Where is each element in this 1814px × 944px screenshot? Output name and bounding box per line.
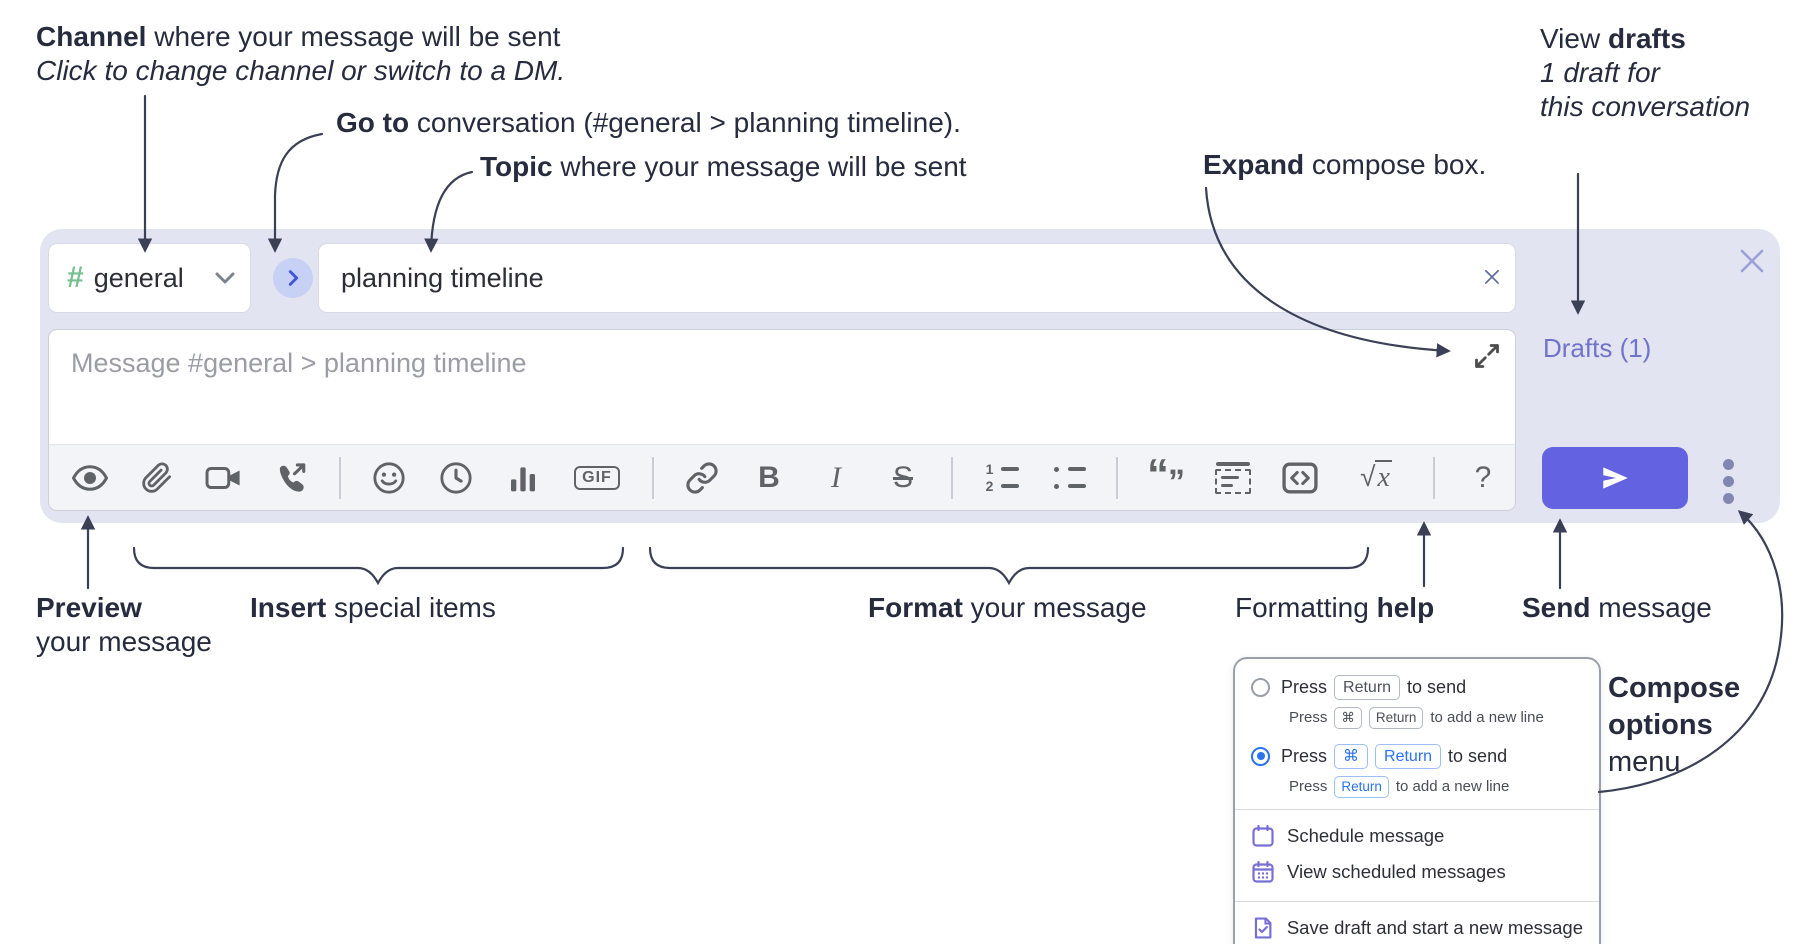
annotation-send: Send message bbox=[1522, 592, 1712, 623]
poll-icon[interactable] bbox=[504, 456, 542, 500]
drafts-link[interactable]: Drafts (1) bbox=[1543, 333, 1652, 363]
bulleted-list-icon[interactable] bbox=[1049, 456, 1087, 500]
gif-icon[interactable]: GIF bbox=[571, 456, 623, 500]
spoiler-icon[interactable] bbox=[1214, 456, 1252, 500]
kbd-return: Return bbox=[1334, 775, 1389, 798]
emoji-icon[interactable] bbox=[370, 456, 408, 500]
topic-input-box bbox=[318, 243, 1516, 313]
radio-unselected-icon[interactable] bbox=[1251, 678, 1270, 698]
annotation-go-to: Go to conversation (#general > planning … bbox=[336, 107, 961, 138]
numbered-list-icon[interactable]: 1 2 bbox=[982, 456, 1020, 500]
italic-icon[interactable]: I bbox=[831, 460, 841, 494]
kbd-cmd: ⌘ bbox=[1334, 707, 1362, 729]
channel-name: general bbox=[93, 262, 184, 293]
annotation-formatting-help: Formatting help bbox=[1235, 592, 1435, 623]
radio-selected-icon[interactable] bbox=[1251, 746, 1270, 766]
preview-icon[interactable] bbox=[71, 456, 109, 500]
compose-options-menu-button[interactable] bbox=[1719, 455, 1738, 508]
quote-icon[interactable]: “„ bbox=[1147, 443, 1185, 499]
toolbar-divider bbox=[951, 456, 953, 499]
calendar-icon bbox=[1252, 824, 1274, 847]
annotation-insert: Insert special items bbox=[250, 592, 496, 623]
strikethrough-icon[interactable]: S bbox=[892, 460, 913, 494]
toolbar-divider bbox=[1433, 456, 1435, 499]
video-call-icon[interactable] bbox=[205, 456, 243, 500]
menu-option-return-to-send[interactable]: Press Return to send bbox=[1235, 673, 1599, 702]
message-input[interactable] bbox=[49, 330, 1515, 444]
menu-divider bbox=[1235, 900, 1599, 902]
channel-selector[interactable]: # general bbox=[48, 243, 251, 313]
code-icon[interactable] bbox=[1281, 456, 1319, 500]
chevron-right-icon bbox=[288, 270, 299, 286]
time-icon[interactable] bbox=[437, 456, 475, 500]
channel-hash-icon: # bbox=[67, 261, 84, 294]
chevron-down-icon bbox=[215, 272, 235, 284]
kbd-return: Return bbox=[1368, 707, 1424, 729]
annotation-channel-bold: Channel bbox=[36, 21, 147, 52]
toolbar-divider bbox=[1116, 456, 1118, 499]
compose-toolbar: GIF B I S 1 2 bbox=[49, 444, 1515, 510]
expand-compose-icon[interactable] bbox=[1473, 342, 1501, 370]
brace-insert bbox=[132, 546, 625, 586]
toolbar-divider bbox=[652, 456, 654, 499]
calendar-grid-icon bbox=[1252, 860, 1274, 883]
menu-divider bbox=[1235, 808, 1599, 810]
menu-option1-subtext: Press ⌘ Return to add a new line bbox=[1235, 707, 1599, 729]
menu-item-schedule-message[interactable]: Schedule message bbox=[1235, 818, 1599, 854]
link-icon[interactable] bbox=[683, 456, 721, 500]
send-button[interactable] bbox=[1542, 447, 1688, 509]
close-compose-icon[interactable] bbox=[1734, 243, 1770, 279]
clear-topic-icon[interactable] bbox=[1469, 264, 1515, 292]
send-icon bbox=[1603, 467, 1628, 489]
topic-input[interactable] bbox=[319, 262, 1469, 294]
kbd-cmd: ⌘ bbox=[1334, 743, 1369, 769]
go-to-conversation-button[interactable] bbox=[273, 258, 313, 298]
brace-format bbox=[648, 546, 1370, 586]
bold-icon[interactable]: B bbox=[758, 460, 780, 494]
annotation-topic: Topic where your message will be sent bbox=[480, 151, 967, 182]
toolbar-divider bbox=[339, 456, 341, 499]
kbd-return: Return bbox=[1334, 675, 1401, 701]
audio-call-icon[interactable] bbox=[272, 456, 310, 500]
attach-file-icon[interactable] bbox=[138, 456, 176, 500]
compose-box: # general bbox=[40, 229, 1780, 523]
annotation-expand: Expand compose box. bbox=[1203, 149, 1487, 180]
annotation-compose-options: Compose options menu bbox=[1608, 672, 1741, 778]
menu-item-view-scheduled-messages[interactable]: View scheduled messages bbox=[1235, 854, 1599, 890]
annotation-channel: Channel where your message will be sent … bbox=[36, 20, 565, 88]
annotation-view-drafts: View drafts 1 draft for this conversatio… bbox=[1540, 23, 1751, 122]
annotation-format: Format your message bbox=[868, 592, 1147, 623]
kbd-return: Return bbox=[1375, 743, 1442, 769]
annotation-channel-line2: Click to change channel or switch to a D… bbox=[36, 55, 566, 86]
annotation-channel-text: where your message will be sent bbox=[146, 21, 561, 52]
menu-item-save-draft[interactable]: Save draft and start a new message bbox=[1235, 910, 1599, 944]
compose-options-menu: Press Return to send Press ⌘ Return to a… bbox=[1233, 657, 1601, 944]
math-icon[interactable]: √x bbox=[1360, 460, 1392, 493]
help-icon[interactable]: ? bbox=[1474, 460, 1492, 494]
menu-option2-subtext: Press Return to add a new line bbox=[1235, 775, 1599, 798]
annotation-preview: Preview your message bbox=[36, 592, 212, 657]
menu-option-cmd-return-to-send[interactable]: Press ⌘ Return to send bbox=[1235, 742, 1599, 771]
save-draft-icon bbox=[1254, 916, 1272, 939]
message-panel: GIF B I S 1 2 bbox=[48, 329, 1516, 511]
